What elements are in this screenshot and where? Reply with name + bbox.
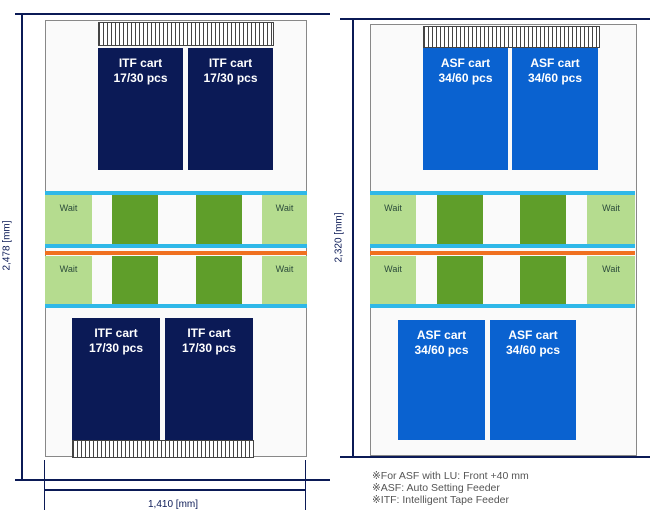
wait-zone: Wait — [262, 195, 307, 244]
lane-block — [520, 256, 566, 304]
notes: ※For ASF with LU: Front +40 mm ※ASF: Aut… — [372, 470, 529, 506]
wait-zone: Wait — [587, 195, 635, 244]
lane-block — [196, 256, 242, 304]
cart-count: 17/30 pcs — [181, 341, 237, 355]
cart-label: ITF cart — [208, 56, 253, 70]
wait-zone: Wait — [262, 256, 307, 304]
center-line — [370, 251, 635, 255]
cart-count: 34/60 pcs — [438, 71, 493, 85]
top-dim-line — [340, 18, 650, 20]
conveyor-line — [370, 244, 635, 248]
feeder-top — [423, 26, 600, 48]
cart-count: 34/60 pcs — [527, 71, 583, 85]
wait-zone: Wait — [370, 195, 416, 244]
cart-label: ITF cart — [118, 56, 163, 70]
conveyor-line — [45, 244, 307, 248]
cart-label: ASF cart — [416, 328, 467, 342]
top-dim-line — [15, 13, 330, 15]
feeder-top — [98, 22, 274, 46]
width-dimension: 1,410 [mm] — [148, 499, 199, 510]
cart-count: 34/60 pcs — [414, 343, 469, 357]
bottom-dim-line — [340, 456, 650, 458]
conveyor-line — [45, 191, 307, 195]
conveyor-line — [45, 304, 307, 308]
lane-block — [112, 256, 158, 304]
lane-block — [437, 256, 483, 304]
center-line — [45, 251, 307, 255]
width-tick — [305, 460, 306, 510]
lane-block — [196, 195, 242, 244]
wait-zone: Wait — [370, 256, 416, 304]
width-tick — [44, 460, 45, 510]
height-dimension: 2,320 [mm] — [333, 212, 345, 263]
lane-block — [437, 195, 483, 244]
note: ※ASF: Auto Setting Feeder — [372, 482, 500, 494]
cart-label: ASF cart — [530, 56, 580, 70]
height-arrow — [352, 20, 354, 456]
note: ※For ASF with LU: Front +40 mm — [372, 470, 529, 482]
conveyor-line — [370, 304, 635, 308]
conveyor-line — [370, 191, 635, 195]
cart-label: ASF cart — [440, 56, 491, 70]
wait-zone: Wait — [587, 256, 635, 304]
cart-label: ITF cart — [187, 326, 231, 340]
height-arrow — [21, 14, 23, 480]
wait-zone: Wait — [45, 195, 92, 244]
cart-label: ASF cart — [508, 328, 558, 342]
lane-block — [520, 195, 566, 244]
cart-count: 34/60 pcs — [505, 343, 561, 357]
cart-label: ITF cart — [94, 326, 138, 340]
feeder-bottom — [72, 440, 254, 458]
note: ※ITF: Intelligent Tape Feeder — [372, 494, 510, 506]
bottom-dim-line — [15, 479, 330, 481]
cart-count: 17/30 pcs — [113, 71, 168, 85]
cart-count: 17/30 pcs — [203, 71, 258, 85]
wait-zone: Wait — [45, 256, 92, 304]
cart-count: 17/30 pcs — [88, 341, 144, 355]
width-arrow — [45, 489, 305, 491]
lane-block — [112, 195, 158, 244]
